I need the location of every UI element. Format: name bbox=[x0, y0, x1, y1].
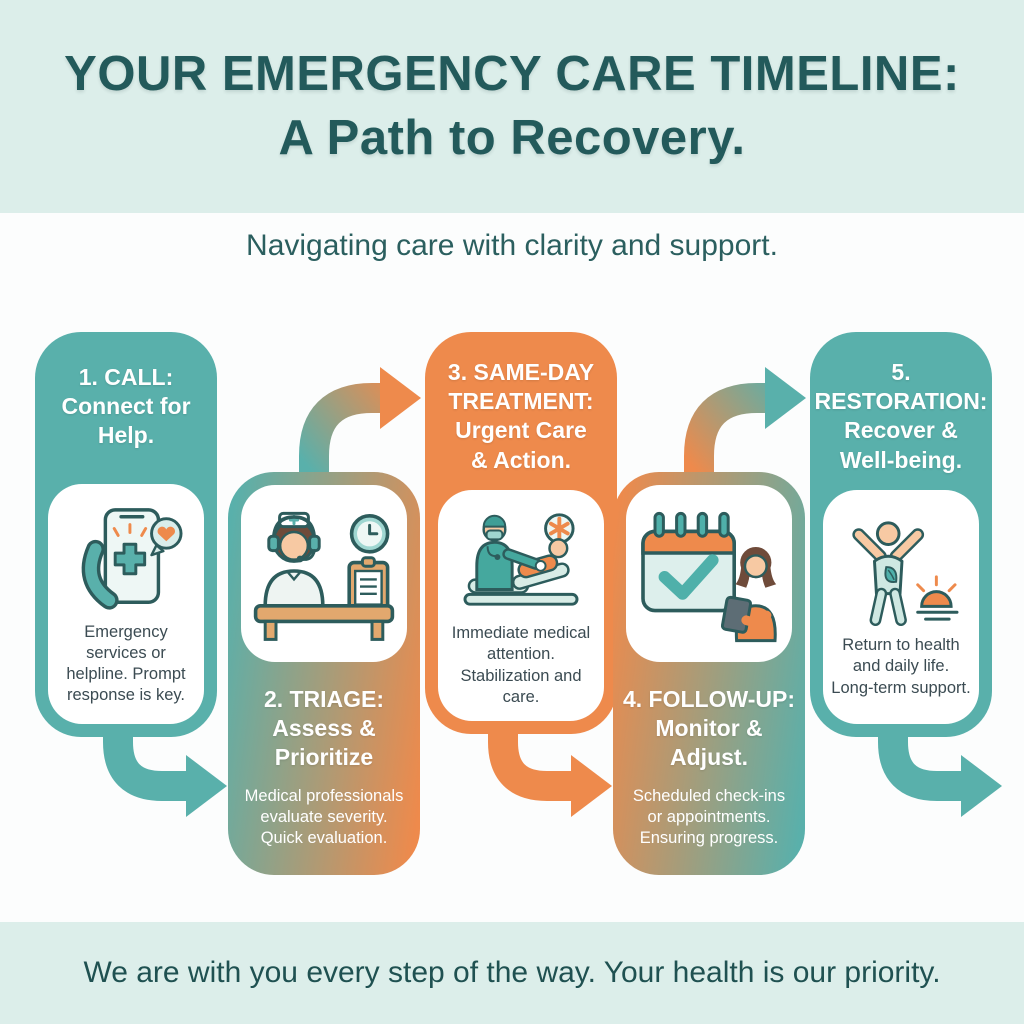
step3-title-line: & Action. bbox=[470, 446, 572, 473]
footer-message: We are with you every step of the way. Y… bbox=[83, 956, 941, 989]
step-card-treatment: 3. SAME-DAY TREATMENT: Urgent Care & Act… bbox=[425, 332, 617, 734]
step1-title-line: Connect for bbox=[61, 393, 191, 420]
step5-description: Return to health and daily life. Long-te… bbox=[831, 636, 971, 697]
step4-title-line: 4. FOLLOW-UP: bbox=[622, 686, 796, 712]
step2-title: 2. TRIAGE: Assess & Prioritize bbox=[228, 685, 420, 773]
calendar-check-icon bbox=[641, 511, 777, 642]
step3-title-line: Urgent Care bbox=[455, 417, 587, 444]
doctor-patient-icon bbox=[463, 513, 579, 606]
step1-panel: Emergency services or helpline. Prompt r… bbox=[48, 484, 204, 724]
page-title: YOUR EMERGENCY CARE TIMELINE: A Path to … bbox=[64, 43, 960, 170]
step4-title: 4. FOLLOW-UP: Monitor & Adjust. bbox=[613, 685, 805, 773]
step1-description: Emergency services or helpline. Prompt r… bbox=[66, 622, 186, 705]
step5-title-line: RESTORATION: bbox=[814, 388, 988, 415]
arrow-step2-to-step3 bbox=[299, 367, 421, 530]
arrow-step4-to-step5 bbox=[684, 367, 806, 530]
step2-title-line: 2. TRIAGE: bbox=[263, 686, 385, 712]
step2-panel bbox=[241, 485, 407, 662]
step2-description: Medical professionals evaluate severity.… bbox=[244, 786, 404, 847]
step1-title-line: 1. CALL: bbox=[78, 364, 174, 390]
header-band: YOUR EMERGENCY CARE TIMELINE: A Path to … bbox=[0, 0, 1024, 213]
step-card-triage: 2. TRIAGE: Assess & Prioritize Medical p… bbox=[228, 472, 420, 875]
step5-title: 5. RESTORATION: Recover & Well-being. bbox=[810, 358, 992, 475]
recovery-sunrise-icon bbox=[852, 521, 959, 627]
step4-title-line: Adjust. bbox=[670, 744, 748, 771]
step3-title-line: TREATMENT: bbox=[448, 388, 594, 415]
step-card-followup: 4. FOLLOW-UP: Monitor & Adjust. Schedule… bbox=[613, 472, 805, 875]
step5-title-line: Recover & bbox=[844, 417, 958, 444]
step3-title-line: 3. SAME-DAY bbox=[447, 359, 595, 385]
step1-title-line: Help. bbox=[97, 422, 155, 449]
step3-title: 3. SAME-DAY TREATMENT: Urgent Care & Act… bbox=[425, 358, 617, 475]
step4-panel bbox=[626, 485, 792, 662]
step4-description: Scheduled check-ins or appointments. Ens… bbox=[632, 786, 786, 847]
step4-title-line: Monitor & bbox=[655, 715, 763, 742]
step5-title-line: 5. bbox=[891, 359, 911, 385]
arrow-step3-to-step4 bbox=[488, 680, 612, 817]
nurse-desk-icon bbox=[253, 511, 395, 641]
step-card-call: 1. CALL: Connect for Help. Emergency ser… bbox=[35, 332, 217, 737]
subtitle: Navigating care with clarity and support… bbox=[246, 229, 778, 262]
footer-band: We are with you every step of the way. Y… bbox=[0, 922, 1024, 1024]
step5-panel: Return to health and daily life. Long-te… bbox=[823, 490, 979, 724]
step2-title-line: Prioritize bbox=[274, 744, 374, 771]
arrow-step1-to-step2 bbox=[103, 680, 227, 817]
arrow-step5-out bbox=[878, 680, 1002, 817]
step-card-restoration: 5. RESTORATION: Recover & Well-being. bbox=[810, 332, 992, 737]
step3-description: Immediate medical attention. Stabilizati… bbox=[451, 624, 591, 706]
step3-panel: Immediate medical attention. Stabilizati… bbox=[438, 490, 604, 721]
step1-title: 1. CALL: Connect for Help. bbox=[35, 363, 217, 451]
phone-call-icon bbox=[81, 507, 183, 610]
page-title-line1: YOUR EMERGENCY CARE TIMELINE: bbox=[64, 46, 960, 101]
page-title-line2: A Path to Recovery. bbox=[278, 110, 746, 165]
step2-title-line: Assess & bbox=[272, 715, 376, 742]
step5-title-line: Well-being. bbox=[839, 446, 963, 473]
